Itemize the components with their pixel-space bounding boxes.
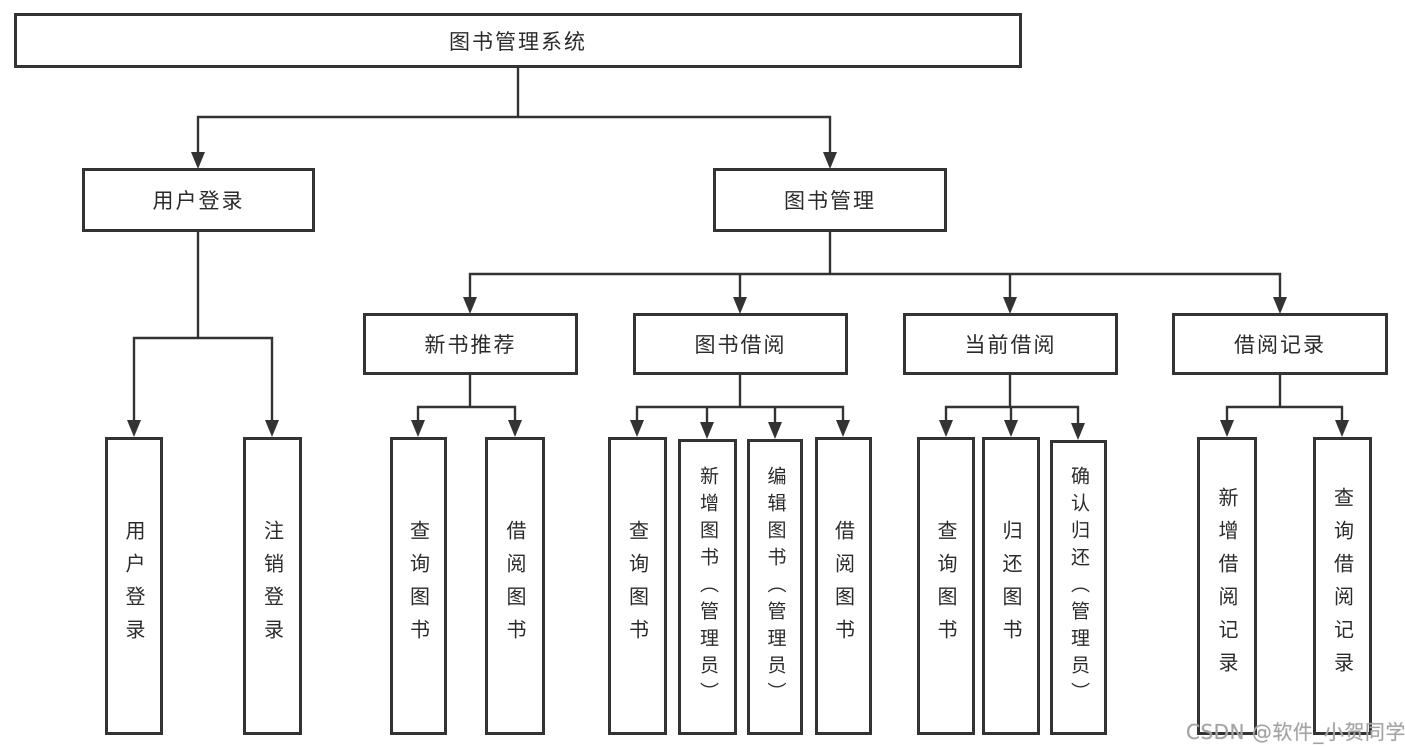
arrowhead-icon	[411, 420, 425, 437]
node-borrow-records: 借阅记录	[1172, 313, 1388, 375]
arrowhead-icon	[1071, 423, 1085, 440]
arrowhead-icon	[265, 420, 279, 437]
edge-userlogin-to-leaves	[132, 231, 274, 421]
leaf-user-login: 用户登录	[105, 437, 163, 735]
leaf-logout: 注销登录	[243, 437, 302, 735]
leaf-add-borrow-record: 新增借阅记录	[1197, 437, 1257, 735]
csdn-watermark: CSDN @软件_小贺同学	[1186, 720, 1405, 744]
edge-bookmgmt-to-level3	[468, 231, 1282, 297]
leaf-borrow-books-recommend: 借阅图书	[485, 437, 545, 735]
arrowhead-icon	[700, 422, 714, 439]
leaf-borrow-books-borrow: 借阅图书	[815, 437, 872, 735]
arrowhead-icon	[1220, 420, 1234, 437]
arrowhead-icon	[733, 297, 747, 314]
leaf-query-books-recommend: 查询图书	[390, 437, 447, 735]
node-library-system: 图书管理系统	[14, 13, 1022, 68]
arrowhead-icon	[463, 297, 477, 314]
node-book-management: 图书管理	[713, 168, 947, 232]
leaf-query-books-current: 查询图书	[917, 437, 975, 735]
edge-newbook-to-leaves	[416, 375, 517, 421]
edge-bookborrow-to-leaves	[635, 375, 845, 423]
arrowhead-icon	[630, 420, 644, 437]
node-book-borrow: 图书借阅	[633, 313, 848, 375]
arrowhead-icon	[939, 420, 953, 437]
arrowhead-icon	[1003, 297, 1017, 314]
arrowhead-icon	[823, 152, 837, 169]
leaf-edit-book-admin: 编辑图书（管理员）	[747, 439, 803, 735]
arrowhead-icon	[508, 420, 522, 437]
leaf-return-books: 归还图书	[982, 437, 1040, 735]
node-new-book-recommend: 新书推荐	[363, 313, 578, 375]
leaf-add-book-admin: 新增图书（管理员）	[678, 439, 737, 735]
node-current-borrow: 当前借阅	[903, 313, 1118, 375]
leaf-confirm-return-admin: 确认归还（管理员）	[1050, 440, 1107, 735]
arrowhead-icon	[836, 420, 850, 437]
arrowhead-icon	[1004, 420, 1018, 437]
arrowhead-icon	[127, 420, 141, 437]
leaf-query-books-borrow: 查询图书	[608, 437, 667, 735]
arrowhead-icon	[191, 152, 205, 169]
edge-currentborrow-to-leaves	[944, 375, 1080, 423]
edge-root-to-level2	[196, 66, 832, 153]
arrowhead-icon	[1273, 297, 1287, 314]
leaf-query-borrow-record: 查询借阅记录	[1313, 437, 1372, 735]
node-user-login: 用户登录	[82, 168, 315, 232]
arrowhead-icon	[768, 422, 782, 439]
arrowhead-icon	[1335, 420, 1349, 437]
edge-records-to-leaves	[1225, 375, 1344, 421]
